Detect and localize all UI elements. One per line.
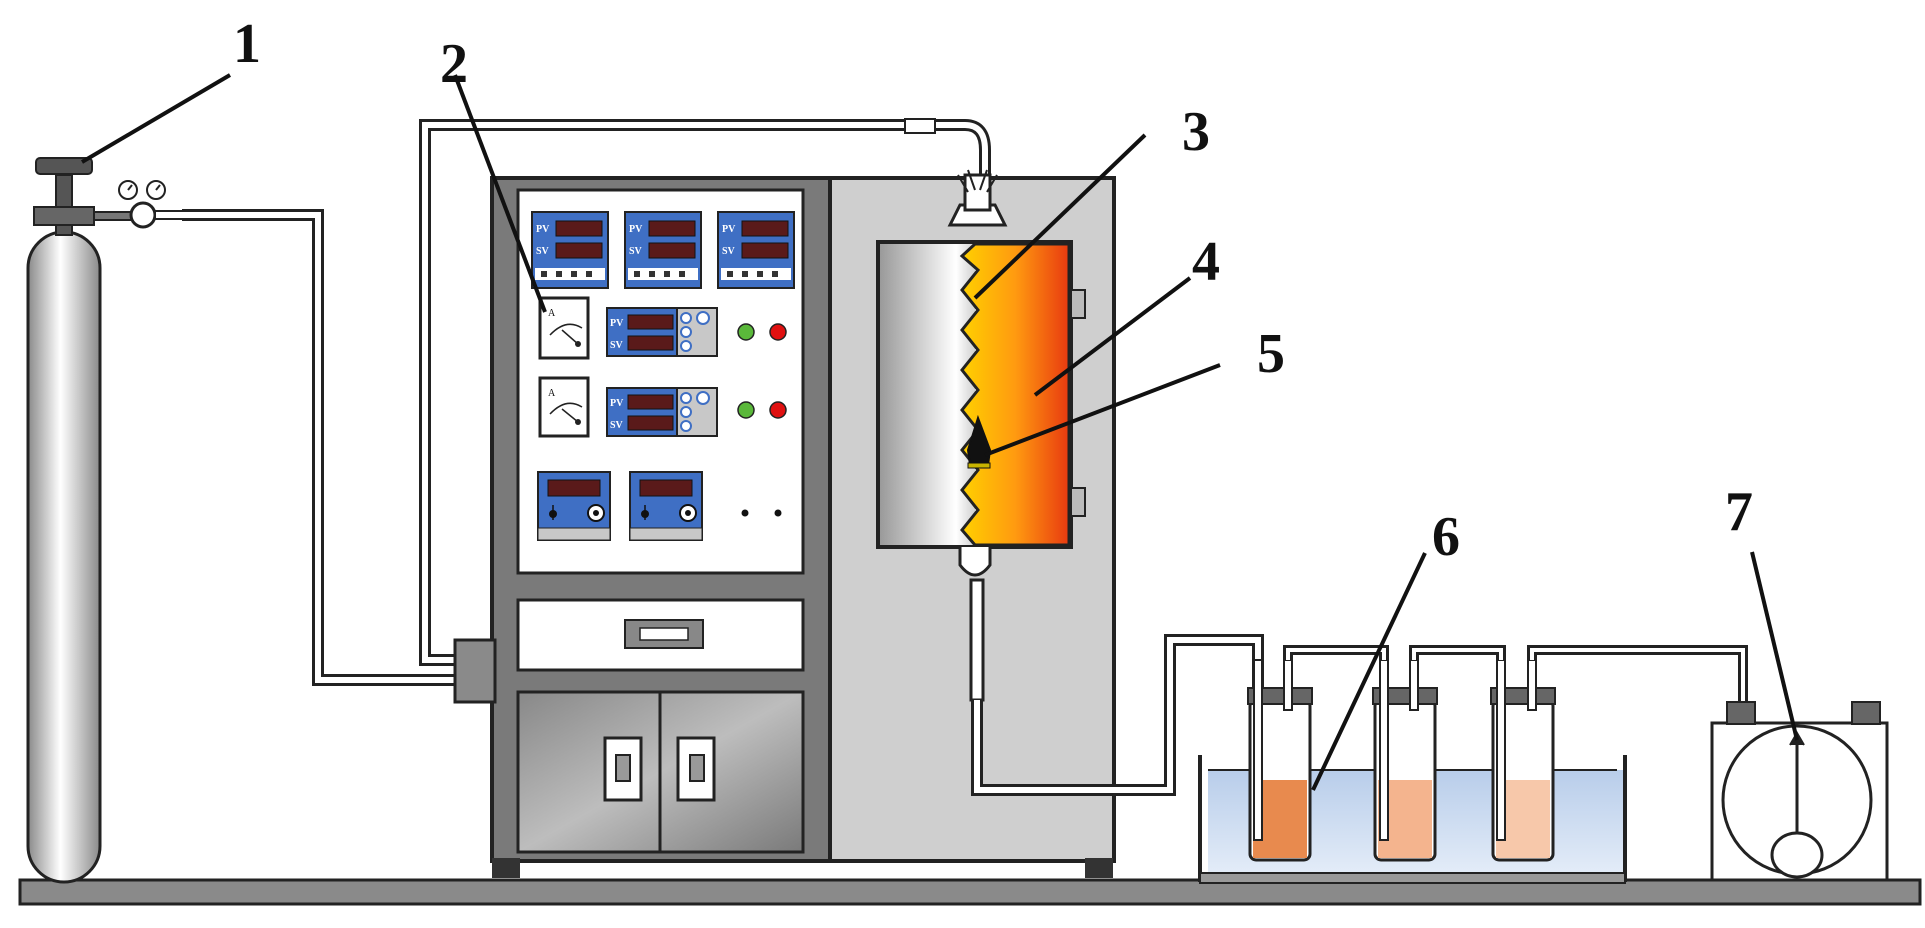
sv-label: SV <box>722 246 736 257</box>
green-indicator-light <box>737 323 755 341</box>
leader-line-3 <box>973 133 1147 300</box>
pv-label: PV <box>629 224 643 235</box>
floor-bench <box>18 878 1922 906</box>
pv-label: PV <box>722 224 736 235</box>
label-7: 7 <box>1725 481 1753 543</box>
flow-controller-2: PV SV <box>606 387 718 437</box>
ammeter-unit: A <box>548 308 556 319</box>
green-indicator-light <box>737 401 755 419</box>
label-2: 2 <box>440 33 468 95</box>
red-indicator-light <box>769 401 787 419</box>
leader-line-2 <box>453 74 547 313</box>
sv-label: SV <box>610 340 624 351</box>
absorption-bottle-3 <box>1490 659 1556 862</box>
leader-line-4 <box>1033 276 1192 397</box>
label-1: 1 <box>233 13 261 75</box>
pv-label: PV <box>536 224 550 235</box>
sv-label: SV <box>610 420 624 431</box>
ellipsis-dot <box>741 509 749 517</box>
ammeter-1: A <box>538 296 590 360</box>
sv-label: SV <box>629 246 643 257</box>
label-4: 4 <box>1192 231 1220 293</box>
mass-flow-meter-2 <box>629 471 703 541</box>
sv-label: SV <box>536 246 550 257</box>
heating-zone <box>959 242 1071 547</box>
leader-line-1 <box>80 73 232 164</box>
leader-line-5 <box>984 363 1221 457</box>
label-6: 6 <box>1432 506 1460 568</box>
ammeter-unit: A <box>548 388 556 399</box>
leader-line-6 <box>1311 552 1427 791</box>
ellipsis-dot <box>774 509 782 517</box>
temperature-controller-3: PV SV <box>717 211 795 289</box>
flow-controller-1: PV SV <box>606 307 718 357</box>
pv-label: PV <box>610 398 624 409</box>
tube-furnace <box>876 240 1086 549</box>
pv-label: PV <box>610 318 624 329</box>
label-3: 3 <box>1182 101 1210 163</box>
temperature-controller-1: PV SV <box>531 211 609 289</box>
absorption-bottle-1 <box>1247 659 1313 862</box>
temperature-controller-2: PV SV <box>624 211 702 289</box>
label-5: 5 <box>1257 323 1285 385</box>
leader-line-7 <box>1750 551 1799 741</box>
pump-line <box>1527 645 1748 702</box>
vacuum-pump <box>1710 701 1889 882</box>
reactor-tube-top <box>947 169 1008 227</box>
gas-cylinder <box>26 157 184 884</box>
mass-flow-meter-1 <box>537 471 611 541</box>
absorption-bottle-2 <box>1372 659 1438 862</box>
red-indicator-light <box>769 323 787 341</box>
ammeter-2: A <box>538 376 590 438</box>
